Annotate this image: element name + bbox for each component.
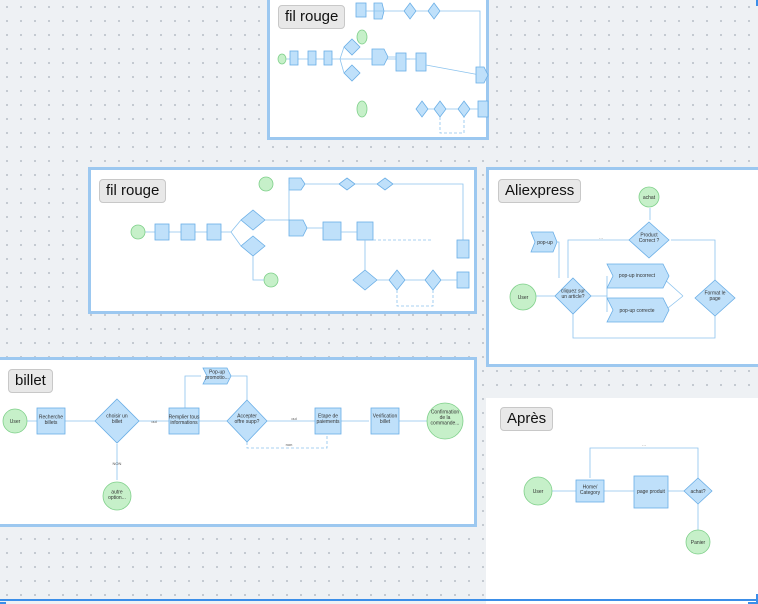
fil-rouge-top-diagram	[277, 2, 489, 134]
node-panier: Panier	[685, 529, 711, 555]
node-label-line: autre	[111, 489, 123, 495]
selection-border-bottom	[0, 599, 758, 601]
frame-fil-rouge-mid[interactable]: fil rouge	[88, 167, 477, 314]
edge-label-non2: non	[286, 442, 293, 447]
node-label-line: Verification	[373, 413, 398, 419]
apres-diagram: ··· User Home/Category page produit acha…	[523, 443, 713, 555]
node-label: User	[518, 295, 529, 301]
node-label: pop-up incorrect	[619, 273, 656, 279]
edge-label-oui: oui	[151, 419, 156, 424]
node-label-line: option...	[108, 495, 126, 501]
edge-label-oui2: oui	[291, 416, 296, 421]
node-label-line: Recherche	[39, 414, 63, 420]
node-label-line: Pop-up	[209, 369, 225, 375]
node-label: pop-up correcte	[619, 308, 654, 314]
node-label-line: Remplier tous	[169, 414, 200, 420]
node-label-line: cliquez sur	[561, 288, 585, 294]
selection-handle-bottom-left[interactable]	[0, 594, 6, 604]
frame-title[interactable]: Après	[500, 407, 554, 431]
node-label-line: billets	[45, 420, 58, 426]
node-popup-incorrect: pop-up incorrect	[606, 263, 670, 289]
node-label-line: Format le	[704, 290, 725, 296]
fil-rouge-mid-diagram	[130, 176, 470, 307]
frame-aliexpress[interactable]: Aliexpress ··· achat pop-up User cliquez…	[486, 167, 758, 367]
node-label-line: de la	[440, 415, 451, 421]
node-label-line: Etape de	[318, 413, 338, 419]
node-label-line: promotio...	[205, 375, 229, 381]
node-label-line: commande...	[431, 421, 460, 427]
node-user: User	[509, 283, 537, 311]
node-popup-correcte: pop-up correcte	[606, 297, 670, 323]
edge-label-non: NON	[113, 461, 122, 466]
node-label-line: billet	[380, 419, 391, 425]
node-page-produit: page produit	[633, 475, 669, 509]
node-user: User	[2, 408, 28, 434]
node-label: Panier	[691, 540, 706, 546]
node-label: pop-up	[537, 240, 553, 246]
node-label-line: un article?	[561, 294, 584, 300]
node-label-line: Category	[580, 490, 601, 496]
node-label: achat?	[690, 489, 705, 495]
node-label-line: Product	[640, 232, 658, 238]
frame-apres[interactable]: Après ··· User Home/Category page produi…	[486, 398, 758, 604]
node-popup: pop-up	[530, 231, 558, 253]
edge-label: ···	[599, 236, 603, 241]
edge-label: ···	[642, 443, 646, 448]
node-label-line: billet	[112, 419, 123, 425]
node-label-line: Accepter	[237, 413, 257, 419]
frame-title[interactable]: billet	[8, 369, 53, 393]
node-label: page produit	[637, 489, 665, 495]
frame-fil-rouge-top[interactable]: fil rouge	[267, 0, 489, 140]
node-label-line: page	[709, 296, 720, 302]
node-user: User	[523, 476, 553, 506]
node-label-line: paiements	[316, 419, 340, 425]
node-home: Home/Category	[575, 479, 605, 503]
node-label-line: Home/	[583, 484, 598, 490]
node-label: User	[533, 489, 544, 495]
frame-title[interactable]: fil rouge	[99, 179, 167, 203]
node-label-line: informations	[170, 420, 198, 426]
frame-title[interactable]: fil rouge	[278, 5, 346, 29]
node-label: achat	[643, 195, 656, 201]
node-label-line: Confirmation	[431, 410, 460, 416]
frame-title[interactable]: Aliexpress	[498, 179, 582, 203]
node-achat: achat	[638, 186, 660, 208]
selection-handle-top-right[interactable]	[748, 0, 758, 6]
node-label: Home/Category	[580, 484, 601, 496]
node-label-line: Correct ?	[639, 238, 660, 244]
node-label-line: offre supp?	[235, 419, 260, 425]
node-achat: achat?	[683, 477, 713, 505]
node-label-line: choisir un	[106, 413, 128, 419]
node-label: User	[10, 419, 21, 425]
selection-handle-bottom-right[interactable]	[748, 594, 758, 604]
